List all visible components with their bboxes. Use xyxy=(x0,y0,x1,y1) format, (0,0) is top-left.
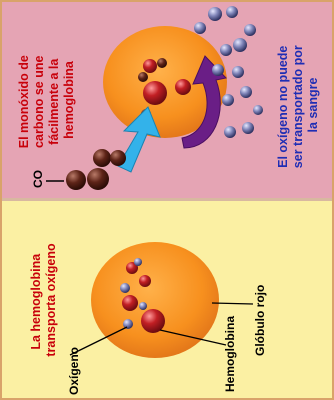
co-molecule xyxy=(138,72,148,82)
right-title-line-3: fácilmente a la xyxy=(47,58,61,145)
result-line-2: ser transportado por xyxy=(291,45,305,168)
result-line-1: El oxígeno no puede xyxy=(276,46,290,168)
left-title-line-2: transporta oxígeno xyxy=(44,243,58,357)
right-title-line-2: carbono se une xyxy=(32,56,46,148)
hemoglobin-molecule xyxy=(143,81,167,105)
svg-text:La hemoglobina transport: La hemoglobina transporta oxígeno xyxy=(29,243,58,357)
red-blood-cell xyxy=(91,242,219,358)
co-molecule xyxy=(66,170,86,190)
oxygen-molecule xyxy=(242,122,254,134)
oxygen-molecule xyxy=(226,6,238,18)
result-line-3: la sangre xyxy=(306,78,320,133)
co-molecule xyxy=(87,168,109,190)
left-title-line-1: La hemoglobina xyxy=(29,253,43,350)
oxygen-molecule xyxy=(224,126,236,138)
red-cell-label: Glóbulo rojo xyxy=(253,285,267,356)
oxygen-molecule xyxy=(222,94,234,106)
oxygen-molecule xyxy=(208,7,222,21)
oxygen-molecule xyxy=(233,38,247,52)
oxygen-label: Oxígeno xyxy=(67,347,81,395)
oxygen-molecule xyxy=(212,64,224,76)
co-label: CO xyxy=(31,170,45,188)
left-panel-title: La hemoglobina transporta oxígeno xyxy=(29,243,58,357)
right-title-line-4: hemoglobina xyxy=(62,60,76,139)
oxygen-molecule xyxy=(134,258,142,266)
oxygen-molecule xyxy=(194,22,206,34)
hemoglobin-molecule xyxy=(139,275,151,287)
svg-text:El monóxido de carbono s: El monóxido de carbono se une fácilmente… xyxy=(17,52,76,149)
hemoglobin-molecule xyxy=(141,309,165,333)
co-molecule xyxy=(157,58,167,68)
oxygen-molecule xyxy=(220,44,232,56)
right-panel-title: El monóxido de carbono se une fácilmente… xyxy=(17,52,76,149)
oxygen-molecule xyxy=(240,86,252,98)
oxygen-molecule xyxy=(253,105,263,115)
co-molecule xyxy=(110,150,126,166)
right-title-line-1: El monóxido de xyxy=(17,55,31,148)
oxygen-molecule xyxy=(120,283,130,293)
hemoglobin-molecule xyxy=(122,295,138,311)
hemoglobin-molecule xyxy=(143,59,157,73)
co-molecule xyxy=(93,149,111,167)
oxygen-molecule xyxy=(244,24,256,36)
panel-divider xyxy=(0,198,334,201)
hemoglobin-molecule xyxy=(175,79,191,95)
oxygen-molecule xyxy=(232,66,244,78)
hemoglobin-label: Hemoglobina xyxy=(223,316,237,392)
oxygen-molecule xyxy=(139,302,147,310)
oxygen-molecule xyxy=(123,319,133,329)
